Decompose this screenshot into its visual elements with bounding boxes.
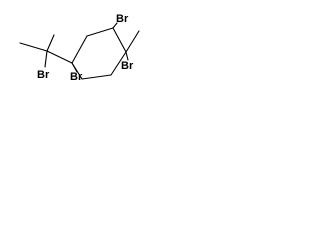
bond-ring-top-right-to-right: [112, 27, 127, 53]
substituent-bonds: [19, 22, 140, 73]
br-label-ring-quaternary-left: Br: [70, 71, 83, 83]
br-label-tert-butyl: Br: [37, 69, 50, 81]
br-label-ring-quaternary-right: Br: [121, 60, 134, 72]
bond-ring-right-to-bottom-right: [110, 51, 127, 76]
br-label-ring-top: Br: [116, 13, 129, 25]
bond-ring-left-to-top-left: [71, 35, 88, 64]
bond-ring-right-to-methyl: [125, 30, 140, 53]
bond-ring-bottom-right-to-bottom-left: [81, 74, 112, 80]
bond-quaternary-to-methyl-top: [46, 34, 55, 52]
bond-quaternary-to-methyl-left: [19, 42, 48, 52]
bond-ring-top-right-to-br: [112, 22, 118, 29]
bond-quaternary-to-br: [44, 50, 48, 68]
molecule-structure-diagram: Br Br Br Br: [19, 13, 140, 83]
bond-ring-right-to-br: [125, 51, 129, 61]
bond-ring-to-quaternary-carbon: [46, 50, 73, 64]
bond-ring-top-left-to-top-right: [86, 27, 114, 37]
atom-labels: Br Br Br Br: [37, 13, 134, 83]
bond-ring-left-to-br: [71, 62, 78, 73]
